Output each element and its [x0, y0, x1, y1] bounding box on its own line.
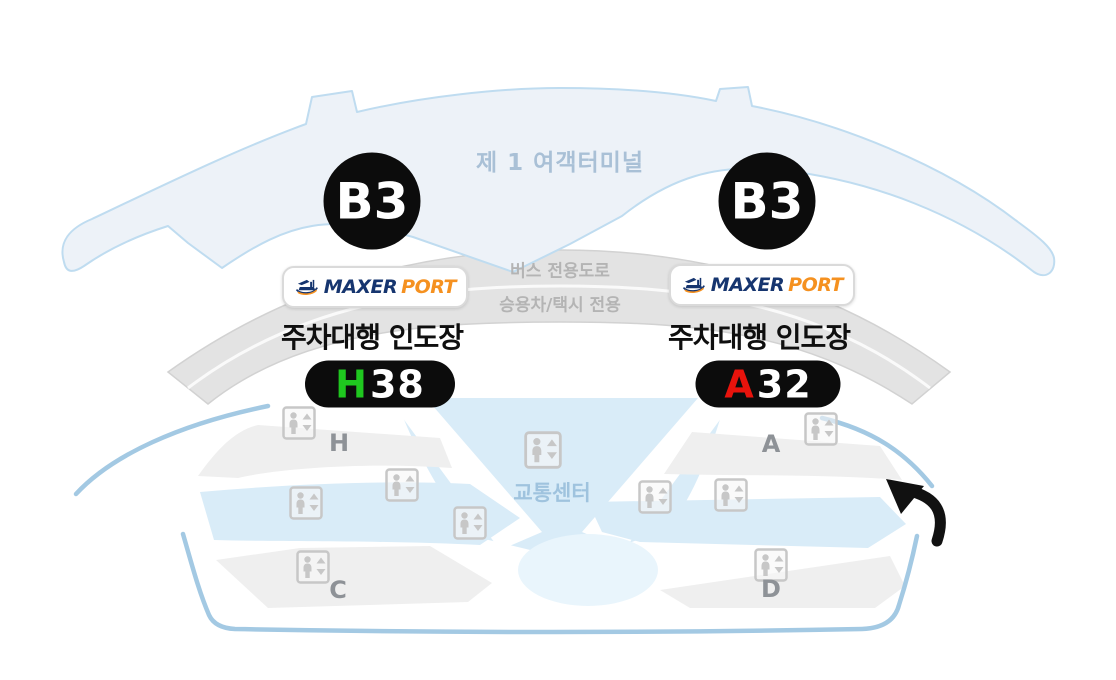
elevator-up-down-icon: [638, 480, 672, 514]
pickup-code-letter: H: [335, 362, 367, 406]
brand-logo-icon: [295, 279, 318, 295]
brand-text-port: PORT: [788, 274, 843, 296]
elevator-up-down-icon: [289, 486, 323, 520]
elevator-up-down-icon: [385, 468, 419, 502]
elevator-up-down-icon: [524, 431, 562, 469]
section-label-c: C: [329, 576, 347, 604]
terminal-name-label: 제 1 여객터미널: [476, 150, 644, 176]
pickup-code-number: 32: [756, 362, 812, 406]
elevator-up-down-icon: [714, 478, 748, 512]
curved-arrow-up-left-icon: [886, 479, 946, 547]
brand-text-port: PORT: [401, 276, 456, 298]
floor-badge-right: B3: [718, 152, 816, 250]
valet-pickup-label-right: 주차대행 인도장: [667, 321, 851, 354]
section-label-h: H: [328, 429, 350, 457]
pickup-code-number: 38: [369, 362, 425, 406]
brand-text-maxer: MAXER: [710, 274, 785, 296]
terminal-building-shape: [61, 86, 1056, 277]
car-taxi-lane-label: 승용차/택시 전용: [499, 295, 621, 316]
section-label-a: A: [761, 430, 781, 458]
brand-logo-icon: [682, 277, 705, 293]
elevator-up-down-icon: [282, 406, 316, 440]
valet-pickup-label-left: 주차대행 인도장: [280, 321, 464, 354]
floor-badge-left: B3: [323, 152, 421, 250]
elevator-up-down-icon: [453, 506, 487, 540]
brand-text-maxer: MAXER: [323, 276, 398, 298]
elevator-up-down-icon: [804, 412, 838, 446]
section-label-d: D: [761, 575, 781, 603]
traffic-center-label: 교통센터: [513, 481, 591, 505]
elevator-up-down-icon: [296, 550, 330, 584]
pickup-code-letter: A: [724, 362, 754, 406]
bus-lane-label: 버스 전용도로: [510, 261, 610, 282]
concourse-outline: [73, 403, 935, 635]
